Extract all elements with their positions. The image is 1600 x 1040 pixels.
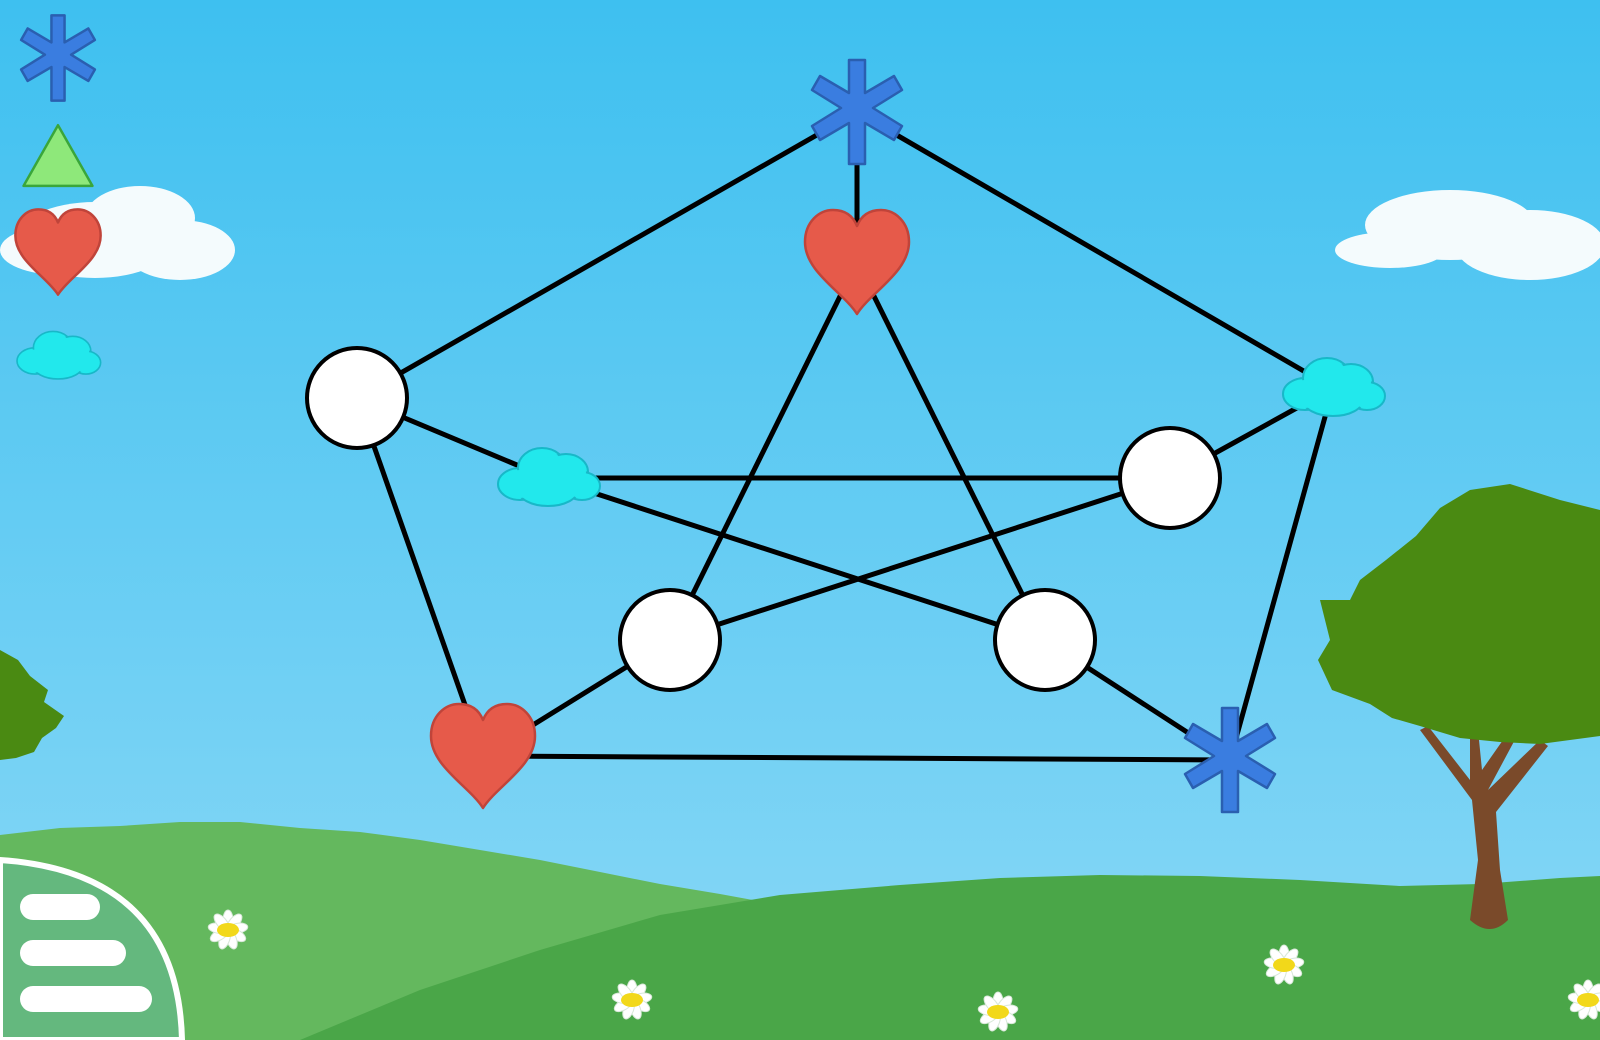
menu-button[interactable] xyxy=(0,856,186,1040)
red-heart-icon xyxy=(14,208,102,296)
cyan-cloud-icon xyxy=(16,330,102,380)
graph-edge xyxy=(667,260,860,642)
graph-node-outer-left[interactable] xyxy=(305,346,409,450)
tree-left xyxy=(0,650,64,760)
graph-edge xyxy=(1227,387,1336,761)
graph-node-inner-top[interactable] xyxy=(803,208,911,316)
tree-right xyxy=(1318,484,1600,929)
graph-node-outer-right[interactable] xyxy=(1282,357,1386,417)
graph-edge xyxy=(854,260,1048,642)
blue-asterisk-icon xyxy=(19,14,97,102)
graph-nodes xyxy=(305,58,1386,814)
graph-edge xyxy=(482,753,1231,763)
blue-asterisk-icon xyxy=(810,58,904,166)
palette-triangle-button[interactable] xyxy=(22,123,94,188)
graph-node-outer-bottom-right[interactable] xyxy=(1183,706,1277,814)
hamburger-menu-icon xyxy=(20,894,152,1012)
graph-node-inner-left[interactable] xyxy=(497,447,601,507)
shape-palette xyxy=(14,14,102,380)
palette-asterisk-button[interactable] xyxy=(19,14,97,102)
palette-cloud-button[interactable] xyxy=(16,330,102,380)
sky-cloud-right xyxy=(1335,190,1600,280)
graph-node-outer-bottom-left[interactable] xyxy=(429,702,537,810)
green-triangle-icon xyxy=(22,123,94,188)
graph-edge xyxy=(355,109,859,401)
graph-edge xyxy=(354,397,486,757)
blue-asterisk-icon xyxy=(1183,706,1277,814)
graph-node-inner-bottom-left[interactable] xyxy=(618,588,722,692)
graph-edge xyxy=(547,475,1046,643)
cyan-cloud-icon xyxy=(1282,357,1386,417)
graph-edge xyxy=(855,109,1335,391)
graph-node-outer-top[interactable] xyxy=(810,58,904,166)
red-heart-icon xyxy=(429,702,537,810)
palette-heart-button[interactable] xyxy=(14,208,102,296)
cyan-cloud-icon xyxy=(497,447,601,507)
graph-edge xyxy=(669,475,1171,643)
graph-node-inner-bottom-right[interactable] xyxy=(993,588,1097,692)
graph-node-inner-right[interactable] xyxy=(1118,426,1222,530)
red-heart-icon xyxy=(803,208,911,316)
